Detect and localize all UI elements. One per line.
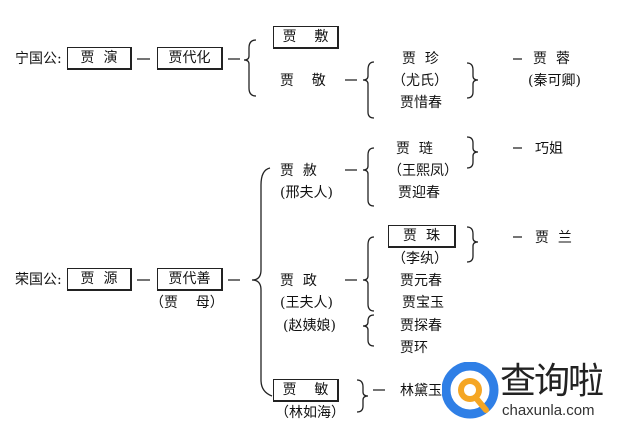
dash bbox=[137, 58, 522, 391]
she-label: 贾 赦 bbox=[280, 163, 317, 179]
watermark-url: chaxunla.com bbox=[502, 402, 595, 419]
baoyu-label: 贾宝玉 bbox=[402, 295, 444, 311]
you-label: （尤氏） bbox=[392, 73, 448, 89]
zhu-box: 贾 珠 bbox=[388, 225, 456, 248]
brace-ningguo bbox=[243, 39, 257, 97]
yuanchun-label: 贾元春 bbox=[400, 273, 442, 289]
brace-zhu bbox=[466, 226, 479, 263]
mu-label: （贾 母） bbox=[150, 295, 224, 311]
qin-label: (秦可卿) bbox=[528, 73, 581, 89]
daiyu-label: 林黛玉 bbox=[400, 383, 442, 399]
brace-zhen bbox=[466, 62, 479, 99]
watermark-logo: 查询啦 chaxunla.com bbox=[442, 362, 617, 422]
huan-label: 贾环 bbox=[400, 340, 428, 356]
min-box: 贾 敏 bbox=[273, 379, 339, 402]
rongguo-gen1-box: 贾 源 bbox=[67, 268, 132, 291]
brace-she bbox=[362, 147, 375, 207]
wang-furen-label: (王夫人) bbox=[280, 295, 333, 311]
qiaojie-label: 巧姐 bbox=[535, 141, 563, 157]
xichun-label: 贾惜春 bbox=[400, 95, 442, 111]
brace-min bbox=[356, 379, 369, 413]
lian-label: 贾 琏 bbox=[396, 141, 433, 157]
zhao-label: (赵姨娘) bbox=[283, 318, 336, 334]
brace-lian bbox=[466, 136, 479, 169]
yingchun-label: 贾迎春 bbox=[398, 185, 440, 201]
lan-label: 贾 兰 bbox=[535, 230, 572, 246]
xing-label: (邢夫人) bbox=[280, 185, 333, 201]
ningguo-title: 宁国公: bbox=[15, 51, 62, 67]
lin-ruhai-label: （林如海） bbox=[275, 405, 345, 421]
watermark-name: 查询啦 bbox=[500, 361, 604, 402]
search-logo-icon bbox=[442, 362, 499, 419]
jing-label: 贾 敬 bbox=[280, 73, 326, 89]
zhen-label: 贾 珍 bbox=[402, 51, 439, 67]
zheng-label: 贾 政 bbox=[280, 273, 317, 289]
rongguo-title: 荣国公: bbox=[15, 272, 62, 288]
tanchun-label: 贾探春 bbox=[400, 318, 442, 334]
brace-rongguo bbox=[251, 167, 273, 397]
ningguo-gen2-box: 贾代化 bbox=[157, 47, 223, 70]
brace-zheng-wang bbox=[362, 236, 375, 312]
rong-label: 贾 蓉 bbox=[533, 51, 570, 67]
li-label: （李纨） bbox=[392, 251, 448, 267]
wang-xifeng-label: （王熙凤） bbox=[388, 163, 458, 179]
fu-box: 贾 敷 bbox=[273, 26, 339, 49]
brace-jing bbox=[362, 61, 375, 119]
ningguo-gen1-box: 贾 演 bbox=[67, 47, 132, 70]
brace-zheng-zhao bbox=[362, 314, 375, 347]
rongguo-gen2-box: 贾代善 bbox=[157, 268, 223, 291]
